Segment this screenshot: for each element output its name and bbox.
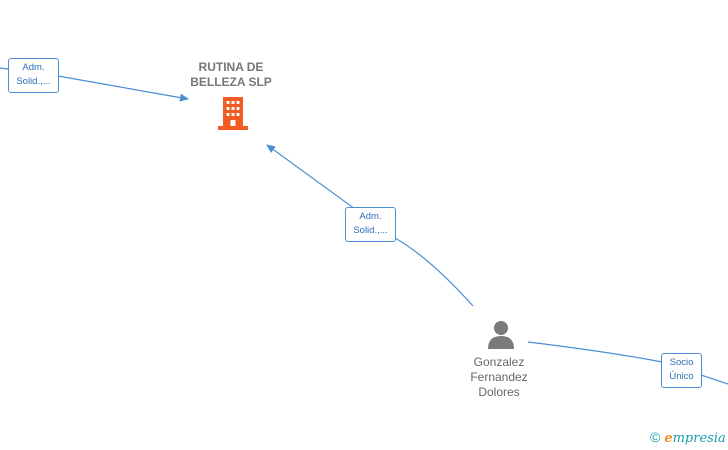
- edge-label-adm-solid-center[interactable]: Adm. Solid.,...: [345, 207, 396, 242]
- brand-first-letter: e: [664, 431, 673, 446]
- edge-line-person-to-company: [266, 144, 474, 307]
- person-name-line3: Dolores: [478, 385, 520, 399]
- edge-label-line1: Adm.: [359, 211, 382, 222]
- edge-label-line2: Solid.,...: [353, 225, 388, 236]
- edge-label-socio-unico[interactable]: Socio Único: [661, 353, 702, 388]
- brand-rest: mpresia: [672, 431, 726, 446]
- edge-label-line1: Socio: [669, 357, 694, 368]
- edge-label-adm-solid-left[interactable]: Adm. Solid.,...: [8, 58, 59, 93]
- person-name-line1: Gonzalez: [473, 355, 525, 369]
- company-node-label[interactable]: RUTINA DE BELLEZA SLP: [171, 60, 291, 90]
- copyright-symbol: ©: [650, 429, 661, 445]
- building-icon[interactable]: [218, 96, 248, 131]
- edge-line-person-to-right: [527, 341, 728, 385]
- empresia-watermark: ©empresia: [650, 429, 726, 446]
- edge-label-line2: Solid.,...: [16, 76, 51, 87]
- person-node-label[interactable]: Gonzalez Fernandez Dolores: [449, 355, 549, 400]
- company-name-line1: RUTINA DE: [198, 60, 264, 74]
- edge-label-line2: Único: [669, 371, 694, 382]
- person-icon[interactable]: [486, 319, 516, 349]
- person-name-line2: Fernandez: [470, 370, 528, 384]
- edge-label-line1: Adm.: [22, 62, 45, 73]
- company-name-line2: BELLEZA SLP: [190, 75, 272, 89]
